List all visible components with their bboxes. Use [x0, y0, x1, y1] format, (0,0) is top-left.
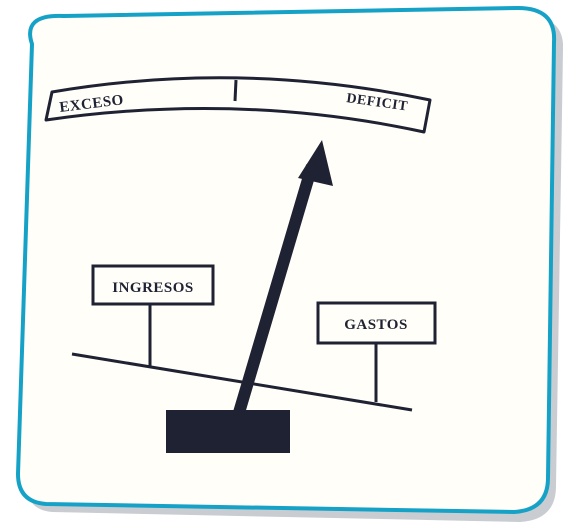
meter-center-tick — [235, 80, 236, 101]
sign-label-gastos: GASTOS — [344, 317, 408, 333]
pivot-base — [166, 410, 290, 453]
sign-label-ingresos: INGRESOS — [112, 280, 194, 296]
